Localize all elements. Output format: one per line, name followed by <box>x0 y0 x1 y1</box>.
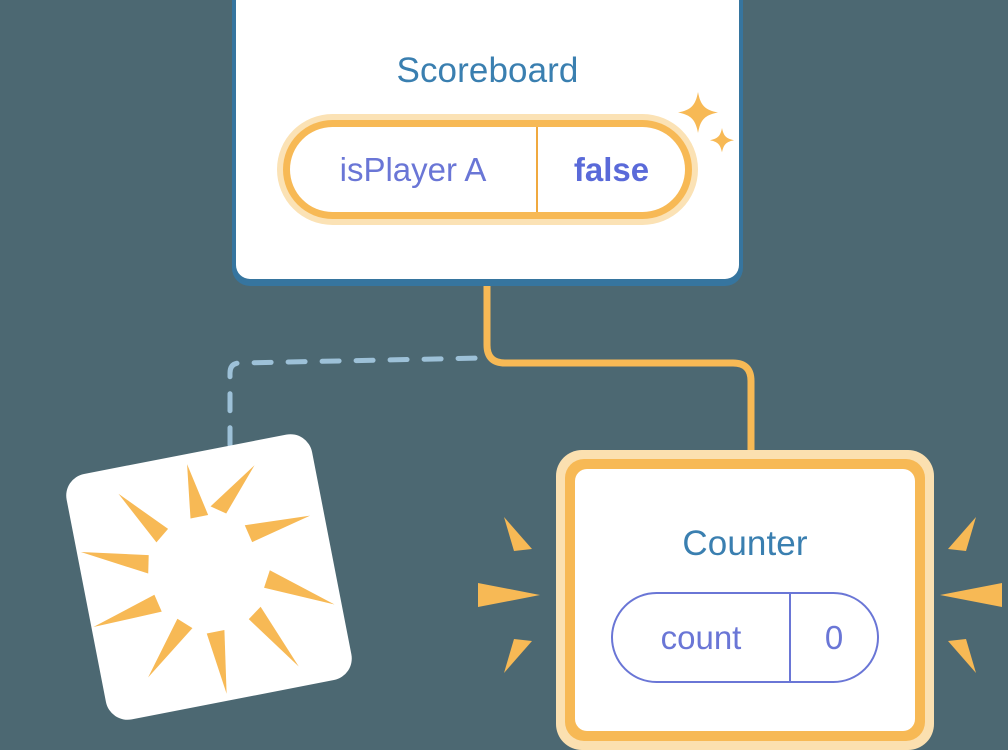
counter-card[interactable]: Counter count 0 <box>556 450 934 750</box>
burst-pattern <box>80 464 335 694</box>
burst-card[interactable] <box>62 430 356 724</box>
scoreboard-state-pill[interactable]: isPlayer A false <box>277 114 698 225</box>
burst-rays-right <box>940 517 1002 673</box>
burst-ray <box>148 618 193 678</box>
scoreboard-card-title: Scoreboard <box>396 51 579 90</box>
pill-value-cell: false <box>538 127 685 212</box>
pill-value-text: 0 <box>824 618 844 656</box>
ray <box>948 639 976 673</box>
burst-ray <box>206 630 227 694</box>
ray <box>504 517 532 551</box>
burst-rays-left <box>478 517 540 673</box>
counter-card-highlight-ring: Counter count 0 <box>565 459 925 741</box>
burst-ray <box>80 551 149 574</box>
burst-ray <box>248 606 299 667</box>
ray <box>504 639 532 673</box>
ray <box>948 517 976 551</box>
counter-state-pill[interactable]: count 0 <box>611 592 879 683</box>
pill-key-text: isPlayer A <box>339 150 487 188</box>
pill-key-cell: count <box>613 594 791 681</box>
pill-face: isPlayer A false <box>290 127 685 212</box>
burst-ray <box>210 465 255 514</box>
pill-value-text: false <box>573 150 650 188</box>
pill-highlight-ring: isPlayer A false <box>283 120 692 219</box>
counter-card-title: Counter <box>682 524 808 563</box>
ray <box>940 583 1002 607</box>
scoreboard-card[interactable]: Scoreboard isPlayer A false <box>232 0 743 283</box>
burst-ray <box>244 515 311 543</box>
pill-value-cell: 0 <box>791 594 877 681</box>
pill-key-cell: isPlayer A <box>290 127 538 212</box>
burst-ray <box>118 493 169 543</box>
burst-ray <box>187 464 209 519</box>
burst-ray <box>264 570 335 605</box>
burst-ray <box>93 594 162 627</box>
counter-card-face: Counter count 0 <box>575 469 915 731</box>
ray <box>478 583 540 607</box>
connector-solid-to-counter <box>483 283 755 462</box>
pill-key-text: count <box>660 618 742 656</box>
